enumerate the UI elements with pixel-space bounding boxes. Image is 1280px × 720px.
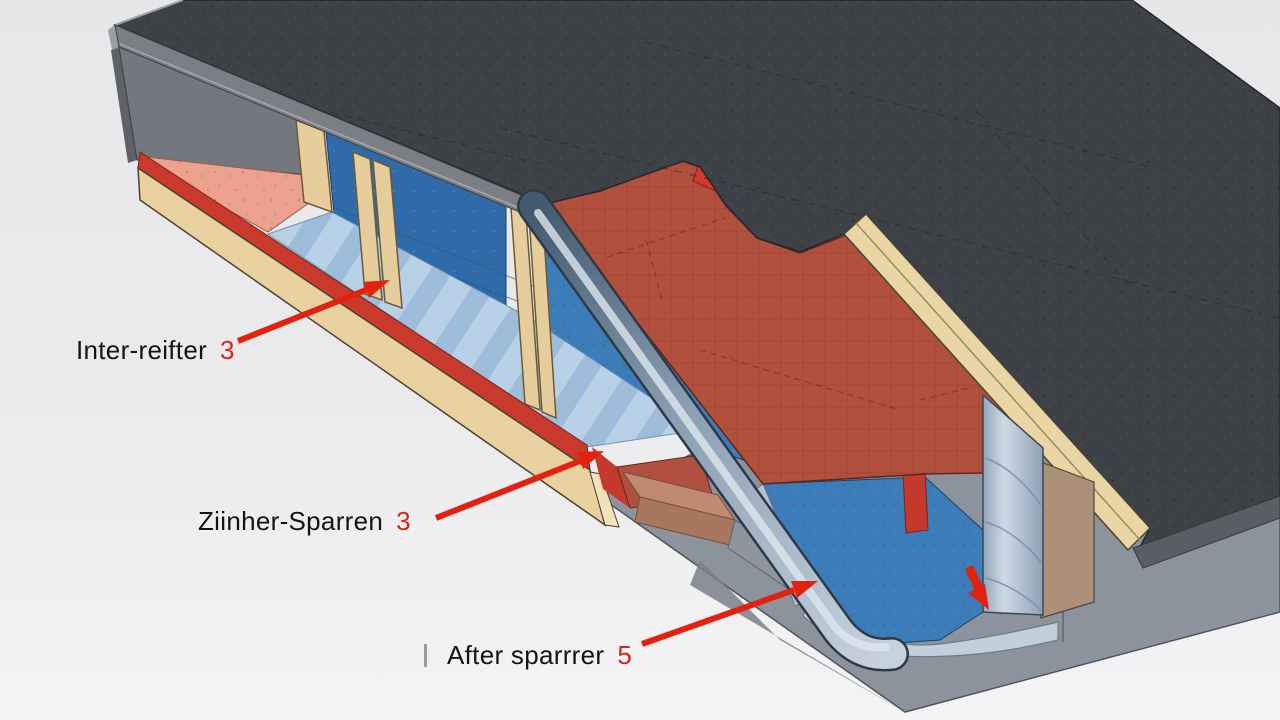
deck-seam-lines [329, 41, 1279, 319]
annotation-arrow-2 [434, 458, 582, 521]
wood-wall-brown [1040, 461, 1095, 619]
label-text: Ziinher-Sparren [198, 506, 384, 536]
label-number: 3 [396, 506, 411, 536]
deck-edge-band [1132, 495, 1280, 569]
label-number: 3 [220, 335, 235, 365]
label-ziinher-sparren: Ziinher-Sparren 3 [198, 507, 411, 536]
wood-rafter [372, 158, 403, 310]
annotation-arrow-3 [640, 587, 796, 647]
roof-deck [108, 0, 1280, 569]
wood-rafter [352, 150, 383, 302]
label-after-sparrrer: After sparrrer 5 [424, 641, 632, 670]
annotation-arrowhead-2 [577, 451, 604, 469]
annotation-arrow-small [964, 565, 984, 591]
annotations [236, 280, 989, 647]
metal-flashing [517, 189, 909, 672]
beam-end-face [589, 471, 620, 528]
red-step-face [592, 447, 630, 508]
label-text: After sparrrer [447, 640, 605, 670]
fascia-lip [119, 43, 547, 220]
annotation-arrow-1 [236, 287, 368, 344]
board-seam-lines [606, 217, 974, 411]
vent-pipe [982, 393, 1044, 616]
corner-face [108, 25, 119, 50]
label-inter-reifter: Inter-reifter 3 [76, 336, 235, 365]
deck-corner-lip [114, 0, 184, 26]
label-text: Inter-reifter [76, 335, 208, 365]
wall-edge [111, 47, 137, 163]
annotation-arrowhead-1 [363, 280, 390, 298]
annotation-arrowhead-small [968, 584, 989, 610]
front-edge [137, 151, 620, 528]
annotation-arrowhead-3 [791, 581, 818, 598]
flashing-highlight [534, 209, 890, 652]
label-number: 5 [617, 640, 633, 670]
concrete-step-face [690, 560, 905, 712]
tick-mark [424, 643, 427, 667]
pipe-seams [984, 457, 1042, 611]
red-edge-face [902, 469, 929, 534]
